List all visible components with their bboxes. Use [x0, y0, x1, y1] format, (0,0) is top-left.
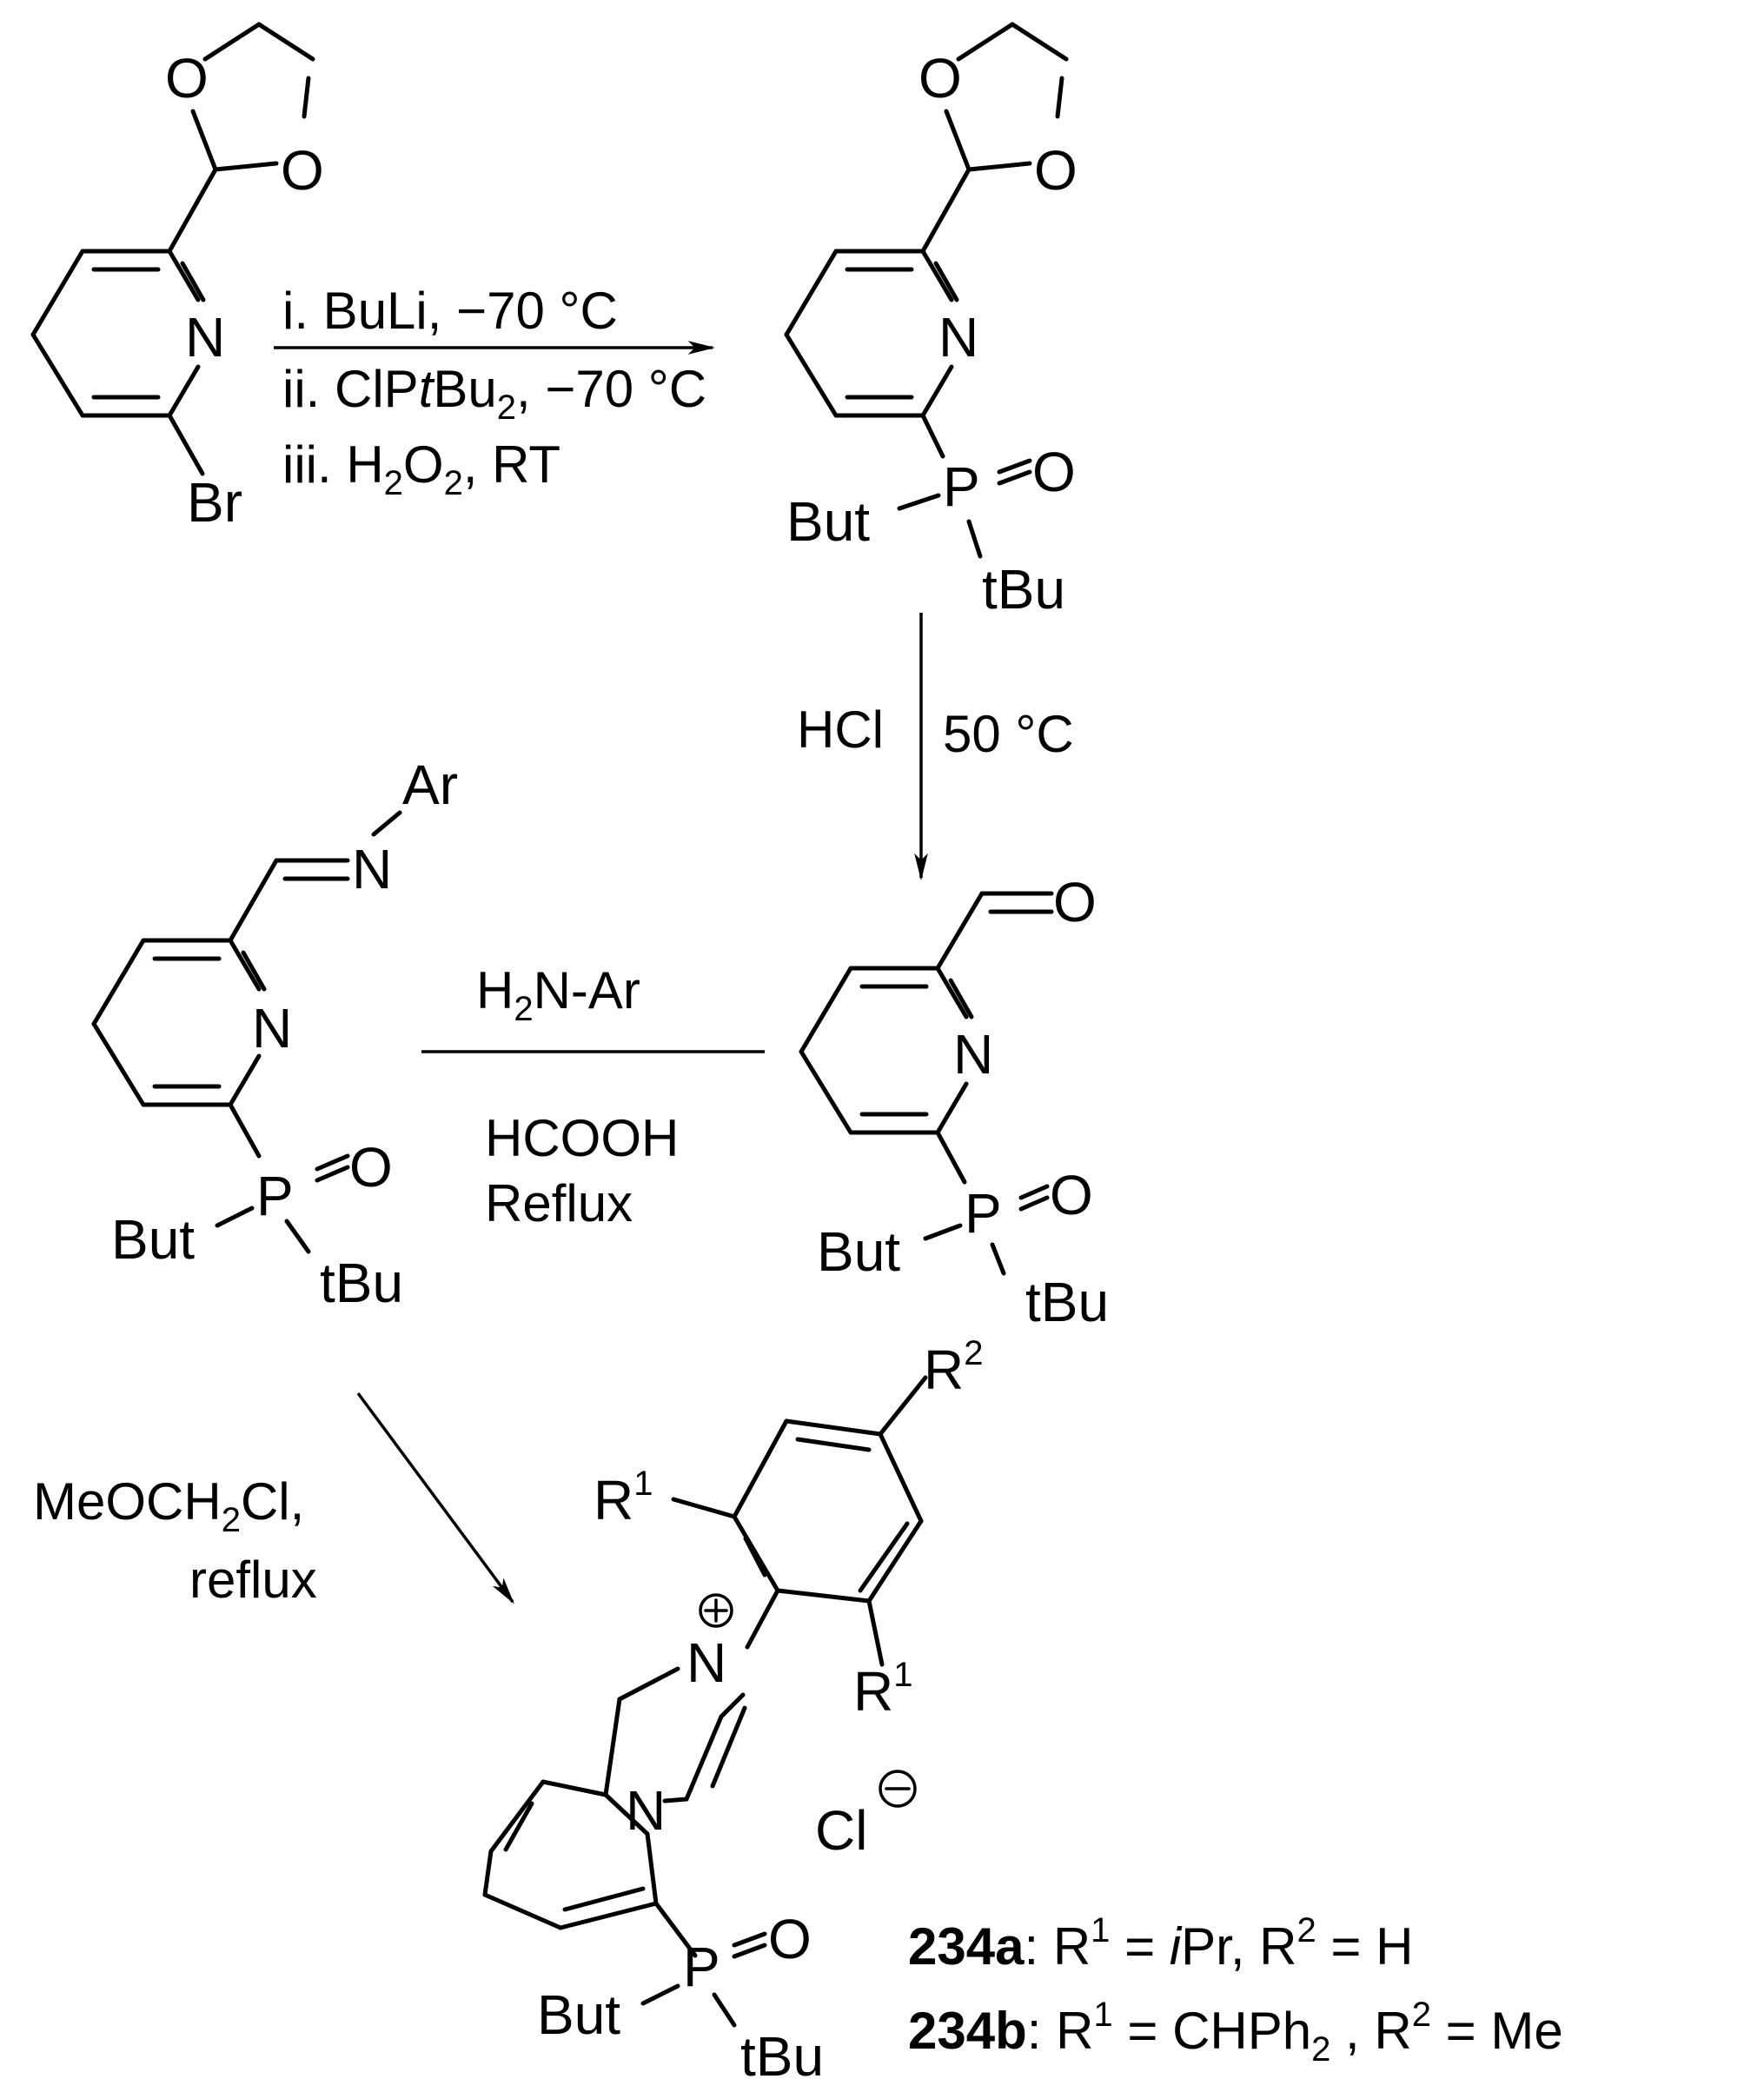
compound-legend: 234a: R1 = iPr, R2 = H 234b: R1 = CHPh2 … [908, 1911, 1563, 2069]
molecule-phosphine-oxide-acetal: N O O P O But tBu [784, 22, 1078, 621]
step2-condition-left: HCl [797, 701, 884, 759]
atom-n: N [938, 306, 978, 369]
atom-n: N [626, 1779, 666, 1842]
atom-p: P [256, 1165, 294, 1227]
step3-reaction: H2N-Ar HCOOH Reflux [421, 961, 765, 1232]
atom-n: N [185, 306, 225, 369]
atom-br: Br [187, 471, 242, 534]
atom-o: O [1050, 1164, 1093, 1226]
positive-charge-icon [699, 1593, 733, 1628]
substituent-but: But [537, 1983, 620, 2046]
atom-n-plus: N [686, 1631, 726, 1694]
substituent-r2: R2 [924, 1334, 983, 1401]
atom-o: O [1034, 139, 1078, 202]
chloride-anion: Cl [815, 1799, 867, 1862]
molecule-bromopyridine-acetal: N O O Br [30, 22, 324, 534]
atom-p: P [965, 1182, 1002, 1245]
step1-condition-2: ii. ClPtBu2, −70 °C [282, 360, 706, 427]
legend-234a: 234a: R1 = iPr, R2 = H [908, 1911, 1413, 1976]
atom-o: O [165, 47, 209, 110]
step3-reagent: H2N-Ar [476, 961, 640, 1028]
step4-reaction-arrow: MeOCH2Cl, reflux [33, 1392, 514, 1609]
step2-reaction-arrow: HCl 50 °C [797, 613, 1074, 881]
substituent-but: But [111, 1208, 195, 1271]
atom-p: P [943, 455, 980, 518]
atom-o: O [281, 139, 324, 202]
atom-o: O [349, 1136, 393, 1199]
atom-n: N [953, 1023, 993, 1086]
atom-o: O [918, 47, 962, 110]
substituent-but: But [786, 490, 870, 553]
step1-condition-1: i. BuLi, −70 °C [282, 282, 618, 340]
substituent-tbu: tBu [320, 1252, 403, 1314]
step2-condition-right: 50 °C [943, 705, 1074, 763]
atom-n: N [252, 997, 292, 1059]
step3-condition-2: Reflux [485, 1174, 633, 1232]
substituent-ar: Ar [402, 754, 458, 816]
step4-condition-2: reflux [189, 1551, 317, 1609]
atom-p: P [683, 1936, 720, 1998]
substituent-but: But [817, 1220, 900, 1283]
substituent-tbu: tBu [982, 558, 1065, 621]
molecule-pyridine-aldehyde: N O P O But tBu [799, 871, 1109, 1333]
molecule-pyridine-imine: N N Ar P O But tBu [91, 754, 458, 1314]
atom-o: O [1053, 871, 1097, 933]
atom-o: O [768, 1908, 812, 1970]
substituent-r1: R1 [594, 1465, 653, 1531]
substituent-tbu: tBu [740, 2025, 824, 2088]
atom-o: O [1032, 441, 1076, 503]
substituent-tbu: tBu [1025, 1271, 1109, 1333]
step1-reaction-arrow: i. BuLi, −70 °C ii. ClPtBu2, −70 °C iii.… [274, 282, 716, 502]
step3-condition-1: HCOOH [485, 1109, 679, 1167]
molecule-imidazopyridinium-product: N N P O But tBu R1 R2 R1 Cl [482, 1334, 983, 2088]
substituent-r1: R1 [853, 1656, 912, 1723]
legend-234b: 234b: R1 = CHPh2 , R2 = Me [908, 1996, 1563, 2069]
step1-condition-3: iii. H2O2, RT [282, 435, 560, 502]
negative-charge-icon [879, 1770, 917, 1808]
atom-n: N [352, 838, 392, 900]
step4-condition-1: MeOCH2Cl, [33, 1472, 304, 1539]
